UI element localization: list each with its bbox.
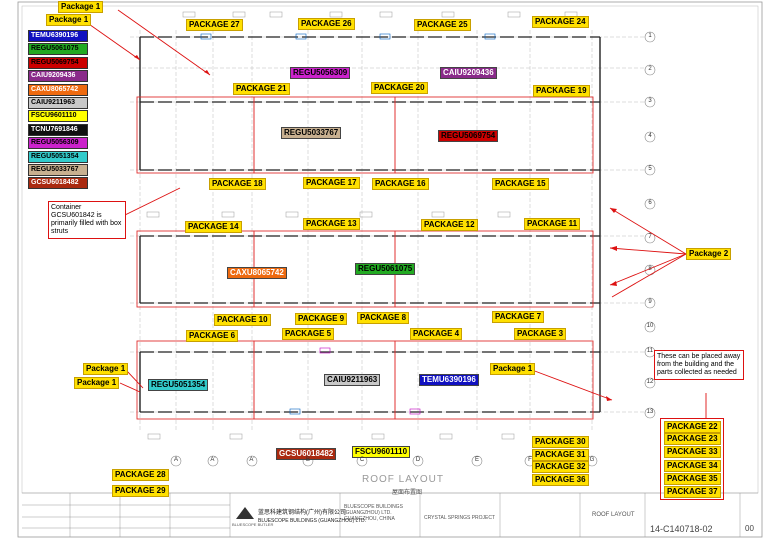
sheet-title: ROOF LAYOUT	[592, 512, 635, 518]
package-label: PACKAGE 19	[533, 85, 590, 97]
logo-text: BLUESCOPE BUTLER	[232, 522, 274, 527]
roof-layout-title: ROOF LAYOUT	[362, 474, 444, 485]
grid-col-label: D	[415, 457, 421, 463]
package-label: PACKAGE 35	[664, 473, 721, 485]
grid-col-label: E	[474, 457, 479, 463]
container-label: REGU5069754	[438, 130, 499, 142]
package-label: PACKAGE 28	[112, 469, 169, 481]
legend-item: REGU5051354	[28, 150, 88, 163]
away-packages-box	[660, 418, 724, 500]
package-label: PACKAGE 10	[214, 314, 271, 326]
place-away-note: These can be placed away from the buildi…	[654, 350, 744, 380]
package-label: PACKAGE 20	[371, 82, 428, 94]
drawing-number: 14-C140718-02	[650, 524, 713, 534]
grid-col-label: A'	[249, 457, 255, 463]
grid-col-label: B	[305, 457, 310, 463]
package-label: PACKAGE 8	[357, 312, 410, 324]
package-label: PACKAGE 23	[664, 433, 721, 445]
package-label: PACKAGE 4	[410, 328, 463, 340]
package-label: PACKAGE 14	[185, 221, 242, 233]
package-label: PACKAGE 22	[664, 421, 721, 433]
container-label: CAIU9211963	[324, 374, 381, 386]
package-label: PACKAGE 36	[532, 474, 589, 486]
container-label: CAIU9209436	[440, 67, 497, 79]
container-label: FSCU9601110	[352, 446, 411, 458]
package-label: PACKAGE 27	[186, 19, 243, 31]
package-label: PACKAGE 25	[414, 19, 471, 31]
legend-item: CAIU9211963	[28, 97, 88, 109]
package1-callout: Package 1	[490, 363, 536, 375]
grid-row-label: 8	[648, 266, 652, 272]
package-label: PACKAGE 9	[295, 313, 348, 325]
grid-row-label: 7	[648, 234, 652, 240]
package-label: PACKAGE 18	[209, 178, 266, 190]
package-label: PACKAGE 37	[664, 486, 721, 498]
container-label: TEMU6390196	[419, 374, 479, 386]
package-label: PACKAGE 29	[112, 485, 169, 497]
grid-row-label: 4	[648, 133, 652, 139]
grid-row-label: 6	[648, 200, 652, 206]
container-label: GCSU6018482	[276, 448, 337, 460]
package-label: PACKAGE 30	[532, 436, 589, 448]
package-label: PACKAGE 16	[372, 178, 429, 190]
builder-info: BLUESCOPE BUILDINGS (GUANGZHOU) LTD. GUA…	[344, 504, 403, 522]
package-label: PACKAGE 33	[664, 446, 721, 458]
legend-item: REGU5033767	[28, 164, 88, 176]
grid-col-label: A	[173, 457, 178, 463]
package1-callout: Package 1	[46, 14, 92, 26]
legend-item: TEMU6390196	[28, 30, 88, 42]
legend-item: REGU5061075	[28, 43, 88, 56]
grid-row-label: 5	[648, 166, 652, 172]
container-label: CAXU8065742	[227, 267, 287, 279]
package-label: PACKAGE 34	[664, 460, 721, 472]
package1-callout: Package 1	[58, 1, 104, 13]
grid-col-label: F	[528, 457, 532, 463]
revision: 00	[745, 524, 754, 533]
container-label: REGU5056309	[290, 67, 351, 79]
package-label: PACKAGE 11	[524, 218, 581, 230]
package-label: PACKAGE 3	[514, 328, 567, 340]
grid-row-label: 11	[646, 348, 654, 354]
roof-layout-subtitle: 屋面布置图	[392, 490, 423, 496]
grid-col-label: G	[589, 457, 595, 463]
grid-col-label: A'	[210, 457, 216, 463]
grid-row-label: 13	[646, 409, 654, 415]
package-label: PACKAGE 6	[186, 330, 239, 342]
grid-col-label: C	[359, 457, 365, 463]
package-label: PACKAGE 15	[492, 178, 549, 190]
project-name: CRYSTAL SPRINGS PROJECT	[424, 515, 496, 521]
company-name-cn: 蓝思科建筑钢结构(广州)有限公司	[258, 510, 346, 516]
legend-item: GCSU6018482	[28, 177, 88, 190]
package2-callout: Package 2	[686, 248, 732, 260]
package-label: PACKAGE 26	[298, 18, 355, 30]
legend-item: FSCU9601110	[28, 110, 88, 123]
grid-row-label: 10	[646, 323, 654, 329]
grid-row-label: 9	[648, 299, 652, 305]
legend-item: REGU5056309	[28, 137, 88, 150]
package1-callout: Package 1	[74, 377, 120, 389]
legend-item: CAIU9209436	[28, 70, 88, 83]
grid-row-label: 1	[648, 33, 652, 39]
grid-row-label: 3	[648, 98, 652, 104]
package-label: PACKAGE 12	[421, 219, 478, 231]
legend-item: CAXU8065742	[28, 83, 88, 96]
package-label: PACKAGE 7	[492, 311, 545, 323]
package-label: PACKAGE 32	[532, 461, 589, 473]
grid-row-label: 2	[648, 66, 652, 72]
container-label: REGU5061075	[355, 263, 416, 275]
company-name-en: BLUESCOPE BUILDINGS (GUANGZHOU) LTD.	[258, 518, 366, 524]
package-label: PACKAGE 5	[282, 328, 335, 340]
gcsu-note: Container GCSU601842 is primarily filled…	[48, 201, 126, 239]
legend-item: REGU5069754	[28, 56, 88, 69]
grid-row-label: 12	[646, 379, 654, 385]
container-label: REGU5051354	[148, 379, 209, 391]
package1-callout: Package 1	[83, 363, 129, 375]
package-label: PACKAGE 21	[233, 83, 290, 95]
container-label: REGU5033767	[281, 127, 342, 139]
package-label: PACKAGE 31	[532, 449, 589, 461]
package-label: PACKAGE 24	[532, 16, 589, 28]
package-label: PACKAGE 13	[303, 218, 360, 230]
package-label: PACKAGE 17	[303, 177, 360, 189]
legend-item: TCNU7691846	[28, 123, 88, 136]
